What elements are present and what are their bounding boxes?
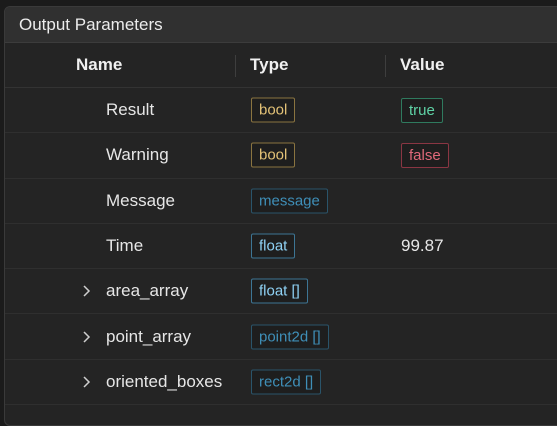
parameter-row[interactable]: oriented_boxes rect2d [] [5,360,557,406]
parameter-row[interactable]: Message message [5,179,557,224]
parameter-row[interactable]: area_array float [] [5,269,557,315]
parameter-value-cell: false [401,143,449,169]
parameter-row[interactable]: Result bool true [5,88,557,134]
parameter-name: area_array [106,281,189,301]
parameter-row[interactable]: point_array point2d [] [5,314,557,360]
column-separator[interactable] [235,55,236,77]
parameter-name: Result [106,100,155,120]
parameter-name: Time [106,236,144,256]
chevron-right-icon[interactable] [79,284,93,298]
column-header-value[interactable]: Value [400,55,445,74]
parameter-value-cell: true [401,98,443,124]
panel-header: Output Parameters [5,7,557,43]
parameter-name: oriented_boxes [106,371,223,391]
type-badge: message [251,188,328,214]
value-badge: false [401,143,449,169]
type-badge: float [251,233,296,259]
column-header-type[interactable]: Type [250,55,289,74]
column-separator[interactable] [385,55,386,77]
parameter-name: point_array [106,326,192,346]
type-badge: rect2d [] [251,369,322,395]
column-header-name[interactable]: Name [76,55,123,74]
chevron-right-icon[interactable] [79,375,93,389]
parameter-row[interactable]: Warning bool false [5,133,557,179]
type-badge: bool [251,97,296,123]
type-badge: point2d [] [251,324,329,350]
parameter-name: Message [106,190,175,210]
value-text: 99.87 [401,236,444,256]
parameter-row[interactable]: Time float 99.87 [5,224,557,270]
value-badge: true [401,98,443,124]
column-header-row: Name Type Value [5,43,557,88]
chevron-right-icon[interactable] [79,330,93,344]
output-parameters-panel: Output Parameters Name Type Value Result… [4,6,557,426]
parameter-name: Warning [106,145,169,165]
panel-title: Output Parameters [19,14,163,34]
parameter-value-cell: 99.87 [401,236,444,256]
type-badge: float [] [251,278,308,304]
type-badge: bool [251,142,296,168]
